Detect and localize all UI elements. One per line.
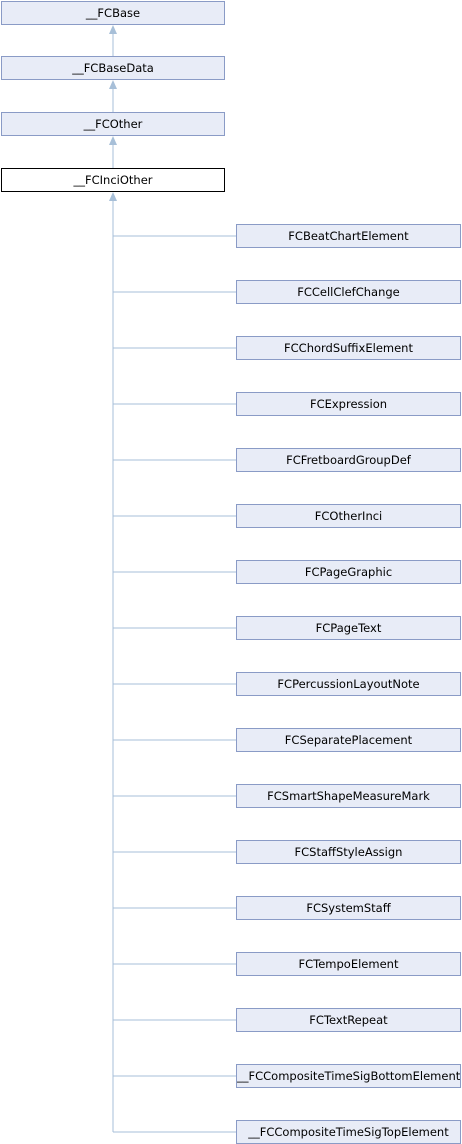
child-node-fccell-clef-change[interactable]: FCCellClefChange	[236, 280, 461, 304]
ancestor-node-fcbase[interactable]: __FCBase	[1, 1, 225, 25]
child-node-fctext-repeat[interactable]: FCTextRepeat	[236, 1008, 461, 1032]
child-inheritance-arrow	[109, 192, 117, 201]
child-node-fcpage-graphic[interactable]: FCPageGraphic	[236, 560, 461, 584]
child-node-fcpercussion-layout-note[interactable]: FCPercussionLayoutNote	[236, 672, 461, 696]
inheritance-arrow	[109, 80, 117, 89]
inheritance-arrow	[109, 25, 117, 34]
child-node-fcsystem-staff[interactable]: FCSystemStaff	[236, 896, 461, 920]
inheritance-arrow	[109, 136, 117, 145]
child-node-fcexpression[interactable]: FCExpression	[236, 392, 461, 416]
ancestor-node-fcbase-data[interactable]: __FCBaseData	[1, 56, 225, 80]
current-class-node: __FCInciOther	[1, 168, 225, 192]
child-node-fcbeat-chart-element[interactable]: FCBeatChartElement	[236, 224, 461, 248]
child-node-fcseparate-placement[interactable]: FCSeparatePlacement	[236, 728, 461, 752]
ancestor-node-fcother[interactable]: __FCOther	[1, 112, 225, 136]
child-node-fcsmart-shape-measure-mark[interactable]: FCSmartShapeMeasureMark	[236, 784, 461, 808]
child-node-fcstaff-style-assign[interactable]: FCStaffStyleAssign	[236, 840, 461, 864]
child-node-fcfretboard-group-def[interactable]: FCFretboardGroupDef	[236, 448, 461, 472]
child-node-fcchord-suffix-element[interactable]: FCChordSuffixElement	[236, 336, 461, 360]
child-node-fccomposite-time-sig-top-element[interactable]: __FCCompositeTimeSigTopElement	[236, 1120, 461, 1144]
child-node-fcpage-text[interactable]: FCPageText	[236, 616, 461, 640]
child-node-fctempo-element[interactable]: FCTempoElement	[236, 952, 461, 976]
child-node-fccomposite-time-sig-bottom-element[interactable]: __FCCompositeTimeSigBottomElement	[236, 1064, 461, 1088]
child-node-fcother-inci[interactable]: FCOtherInci	[236, 504, 461, 528]
